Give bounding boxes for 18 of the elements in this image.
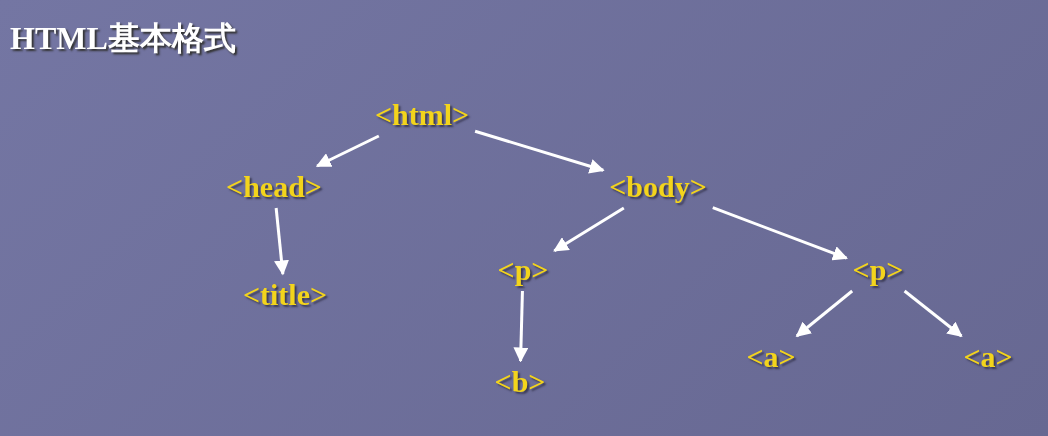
- tag-label: <b>: [494, 367, 546, 397]
- arrow: [553, 206, 625, 252]
- tag-label: <p>: [852, 255, 904, 285]
- arrow: [795, 289, 854, 338]
- arrow: [474, 129, 605, 174]
- arrow: [903, 289, 963, 338]
- tag-label: <body>: [609, 172, 707, 202]
- arrow: [315, 134, 380, 168]
- tag-label: <head>: [226, 172, 322, 202]
- arrow: [712, 206, 848, 261]
- tag-label: <a>: [746, 342, 796, 372]
- tag-label: <title>: [242, 280, 328, 310]
- arrow: [513, 290, 529, 363]
- tag-label: <html>: [374, 100, 470, 130]
- arrow: [274, 207, 289, 276]
- tag-label: <a>: [963, 342, 1013, 372]
- slide-title: HTML基本格式: [10, 19, 236, 58]
- tag-label: <p>: [497, 255, 549, 285]
